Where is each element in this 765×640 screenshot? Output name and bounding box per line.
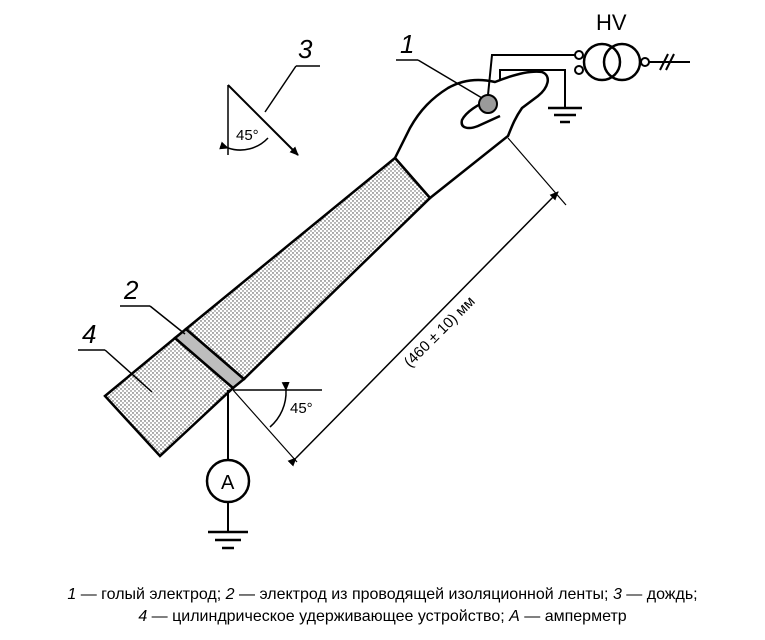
caption-text-1: — голый электрод; xyxy=(76,586,226,603)
caption-key-1: 1 xyxy=(67,586,77,603)
caption-key-a: А xyxy=(509,608,520,625)
insulating-sleeve xyxy=(184,156,432,381)
distance-dimension xyxy=(287,191,559,467)
distance-label: (460 ± 10) мм xyxy=(401,293,479,371)
caption-key-4: 4 xyxy=(138,608,148,625)
rain-angle-label: 45° xyxy=(236,127,259,144)
rain-direction-icon xyxy=(219,84,299,156)
callout-2: 2 xyxy=(123,275,139,305)
callout-4: 4 xyxy=(82,319,96,349)
hand-outline xyxy=(393,70,550,200)
caption-key-2: 2 xyxy=(225,586,235,603)
caption-line-1: 1 — голый электрод; 2 — электрод из пров… xyxy=(0,584,765,606)
hv-label: HV xyxy=(596,10,627,35)
caption-text-2: — электрод из проводящей изоляционной ле… xyxy=(234,586,613,603)
holder-angle-label: 45° xyxy=(290,400,313,417)
hv-transformer-icon xyxy=(582,42,690,82)
holder-angle-arc xyxy=(269,381,290,428)
caption-text-3: — дождь; xyxy=(621,586,698,603)
figure-caption: 1 — голый электрод; 2 — электрод из пров… xyxy=(0,584,765,628)
callout-1: 1 xyxy=(400,29,414,59)
caption-text-4: — цилиндрическое удерживающее устройство… xyxy=(147,608,510,625)
hv-wire xyxy=(487,54,577,96)
callout-3: 3 xyxy=(298,34,313,64)
caption-line-2: 4 — цилиндрическое удерживающее устройст… xyxy=(0,606,765,628)
caption-text-a: — амперметр xyxy=(519,608,627,625)
ground-wire-hv xyxy=(499,69,566,108)
ammeter-label: A xyxy=(221,472,235,494)
caption-key-3: 3 xyxy=(612,586,622,603)
